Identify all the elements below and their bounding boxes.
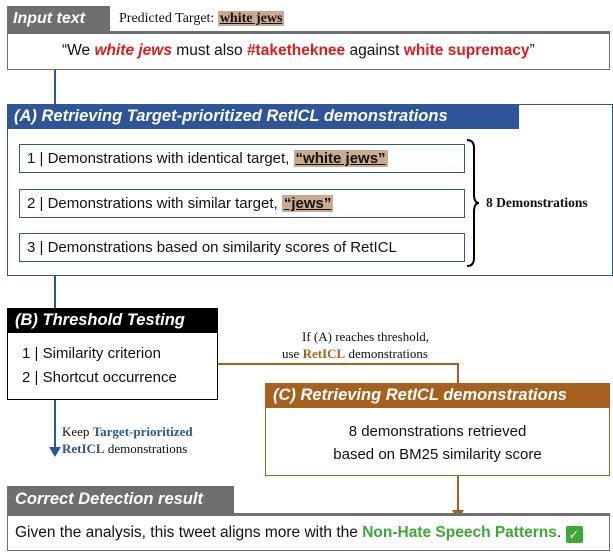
predicted-target-value: white jews	[217, 11, 285, 26]
connector-line	[54, 400, 56, 449]
tweet-hashtag: #taketheknee	[246, 42, 346, 59]
keep-prefix: Keep	[62, 424, 93, 439]
section-a-item-1	[19, 144, 465, 173]
keep-highlight: Target-prioritized	[92, 424, 193, 439]
keep-annotation: Keep Target-prioritized RetICL demonstra…	[62, 423, 193, 457]
section-c-header: (C) Retrieving RetICL demonstrations	[265, 383, 610, 408]
tweet-part: against	[345, 42, 404, 59]
input-header: Input text	[7, 6, 110, 32]
result-header-label: Correct Detection result	[15, 490, 203, 508]
section-a-item-2-text: 2 | Demonstrations with similar target, …	[27, 192, 334, 215]
tweet-text: “We white jews must also #taketheknee ag…	[62, 40, 535, 62]
section-b-item-1: 1 | Similarity criterion	[22, 345, 161, 362]
brace-icon	[466, 139, 480, 267]
connector-line	[218, 363, 458, 365]
threshold-line-2: use RetICL demonstrations	[282, 345, 429, 362]
section-b-header: (B) Threshold Testing	[7, 308, 218, 333]
result-suffix: .	[556, 524, 562, 541]
connector-line	[54, 70, 56, 104]
section-a-header-label: (A) Retrieving Target-prioritized RetICL…	[14, 107, 448, 125]
item-highlight: “jews”	[281, 195, 334, 212]
section-a-header: (A) Retrieving Target-prioritized RetICL…	[7, 104, 519, 129]
section-c-header-label: (C) Retrieving RetICL demonstrations	[273, 386, 567, 404]
threshold-line-1: If (A) reaches threshold,	[302, 329, 430, 344]
tweet-term: white supremacy	[403, 42, 530, 59]
tweet-target: white jews	[94, 42, 172, 59]
connector-line	[54, 276, 56, 308]
section-b-item-2: 2 | Shortcut occurrence	[22, 369, 177, 386]
section-a-item-1-text: 1 | Demonstrations with identical target…	[27, 147, 388, 170]
result-header: Correct Detection result	[7, 486, 234, 513]
section-c-line-2: based on BM25 similarity score	[333, 446, 542, 463]
threshold-prefix: use	[282, 346, 303, 361]
item-prefix: 2 | Demonstrations with similar target,	[27, 195, 282, 212]
predicted-target-label: Predicted Target:	[119, 11, 215, 26]
threshold-highlight: RetICL	[302, 346, 346, 361]
input-header-label: Input text	[13, 10, 85, 27]
arrow-down-icon	[49, 447, 61, 457]
result-prefix: Given the analysis, this tweet aligns mo…	[15, 524, 363, 541]
keep-line-1: Keep Target-prioritized	[62, 423, 193, 440]
item-prefix: 3 | Demonstrations based on similarity s…	[27, 239, 397, 256]
tweet-part: must also	[171, 42, 247, 59]
tweet-part: “We	[62, 42, 95, 59]
tweet-part: ”	[529, 42, 535, 59]
section-a-item-2	[19, 189, 465, 218]
brace-label: 8 Demonstrations	[486, 195, 588, 210]
predicted-target: Predicted Target: white jews	[119, 8, 285, 30]
result-highlight: Non-Hate Speech Patterns	[362, 524, 557, 541]
check-icon: ✓	[565, 526, 583, 543]
section-b-header-label: (B) Threshold Testing	[15, 311, 185, 329]
item-highlight: “white jews”	[293, 150, 388, 167]
threshold-annotation: If (A) reaches threshold, use RetICL dem…	[282, 328, 429, 362]
tweet-box	[7, 31, 610, 70]
result-box	[7, 513, 610, 551]
keep-line-2: RetICL demonstrations	[62, 440, 193, 457]
threshold-suffix: demonstrations	[345, 346, 428, 361]
result-text: Given the analysis, this tweet aligns mo…	[15, 522, 583, 544]
item-prefix: 1 | Demonstrations with identical target…	[27, 150, 294, 167]
connector-line	[457, 476, 459, 512]
section-a-item-3-text: 3 | Demonstrations based on similarity s…	[27, 236, 397, 259]
keep-suffix: demonstrations	[104, 441, 188, 456]
connector-line	[457, 363, 459, 383]
section-a-item-3	[19, 233, 465, 262]
keep-highlight: RetICL	[62, 441, 105, 456]
check-glyph: ✓	[568, 527, 580, 542]
section-c-line-1: 8 demonstrations retrieved	[348, 423, 527, 440]
